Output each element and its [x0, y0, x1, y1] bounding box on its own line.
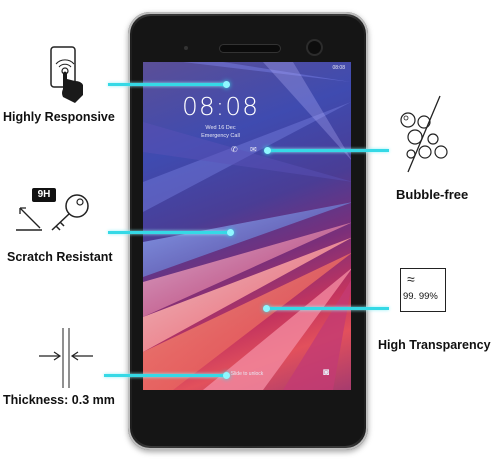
thickness-callout-dot — [223, 372, 230, 379]
transparency-value: 99. 99% — [403, 291, 438, 302]
hardness-badge: 9H — [32, 188, 56, 202]
bubble-callout-line — [267, 149, 389, 152]
highly-responsive-label: Highly Responsive — [3, 110, 115, 124]
clock-date: Wed 16 Dec — [205, 125, 236, 131]
transparency-callout-dot — [263, 305, 270, 312]
bubbles-icon — [400, 95, 448, 173]
emergency-call-link[interactable]: Emergency Call — [201, 133, 240, 139]
high-transparency-label: High Transparency — [378, 338, 491, 352]
light-sensor — [184, 46, 188, 50]
responsive-callout-line — [108, 83, 226, 86]
scratch-resistant-label: Scratch Resistant — [7, 250, 113, 264]
responsive-callout-dot — [223, 81, 230, 88]
camera-shortcut-icon[interactable]: ◙ — [323, 367, 330, 378]
scratch-callout-line — [108, 231, 230, 234]
bubble-free-label: Bubble-free — [396, 187, 469, 202]
lock-screen: 08:08 08:08 Wed 16 Dec Emergency Call ✆ … — [143, 62, 351, 390]
thickness-arrows-icon — [39, 328, 93, 388]
wave-icon: ≈ — [407, 271, 415, 287]
message-icon: ✉ — [250, 145, 257, 154]
transparency-callout-line — [266, 307, 389, 310]
status-bar-time: 08:08 — [332, 65, 345, 71]
key-scratch-icon — [16, 194, 89, 231]
unlock-hint[interactable]: Slide to unlock — [230, 371, 264, 377]
earpiece-speaker — [220, 45, 280, 52]
front-camera-icon — [308, 41, 321, 54]
missed-call-icon: ✆ — [231, 145, 238, 154]
thickness-callout-line — [104, 374, 226, 377]
clock-time: 08:08 — [181, 92, 260, 121]
scratch-callout-dot — [227, 229, 234, 236]
thickness-label: Thickness: 0.3 mm — [3, 393, 115, 407]
wallpaper-rays — [143, 62, 351, 390]
finger-touch-icon — [50, 46, 83, 103]
transparency-icon: ≈ 99. 99% — [400, 268, 446, 312]
bubble-callout-dot — [264, 147, 271, 154]
